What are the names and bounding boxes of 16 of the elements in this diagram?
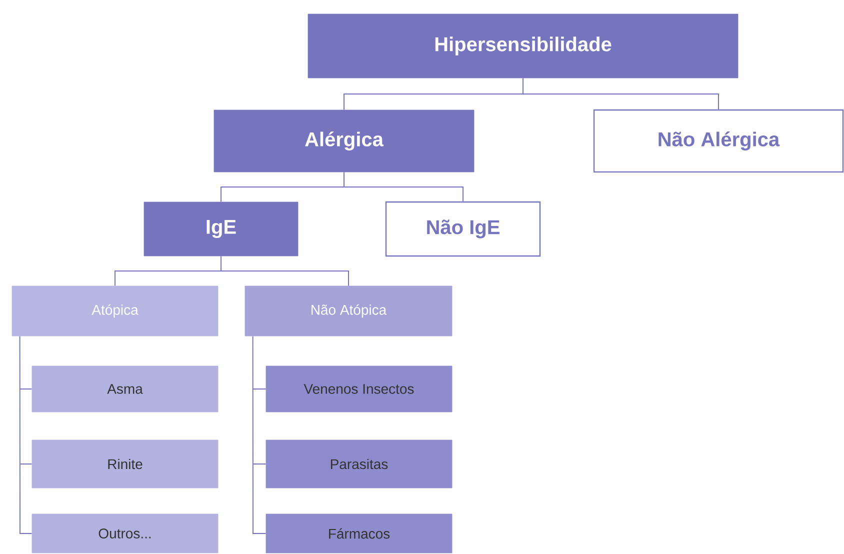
category-box: Alérgica <box>214 110 474 172</box>
category-box: Hipersensibilidade <box>308 14 738 78</box>
item-box: Asma <box>32 366 218 412</box>
item-box: Fármacos <box>266 514 452 554</box>
item-box: Venenos Insectos <box>266 366 452 412</box>
category-box: IgE <box>144 202 298 256</box>
item-box: Outros... <box>32 514 218 554</box>
connector-line <box>344 172 464 202</box>
connector-line <box>522 78 719 110</box>
item-box: Rinite <box>32 440 218 488</box>
subcategory-box: Não Atópica <box>244 286 452 336</box>
subcategory-box: Atópica <box>12 286 218 336</box>
category-box: Não Alérgica <box>593 109 844 173</box>
item-box: Parasitas <box>266 440 452 488</box>
connector-line <box>220 256 349 286</box>
category-box: Não IgE <box>385 201 541 257</box>
